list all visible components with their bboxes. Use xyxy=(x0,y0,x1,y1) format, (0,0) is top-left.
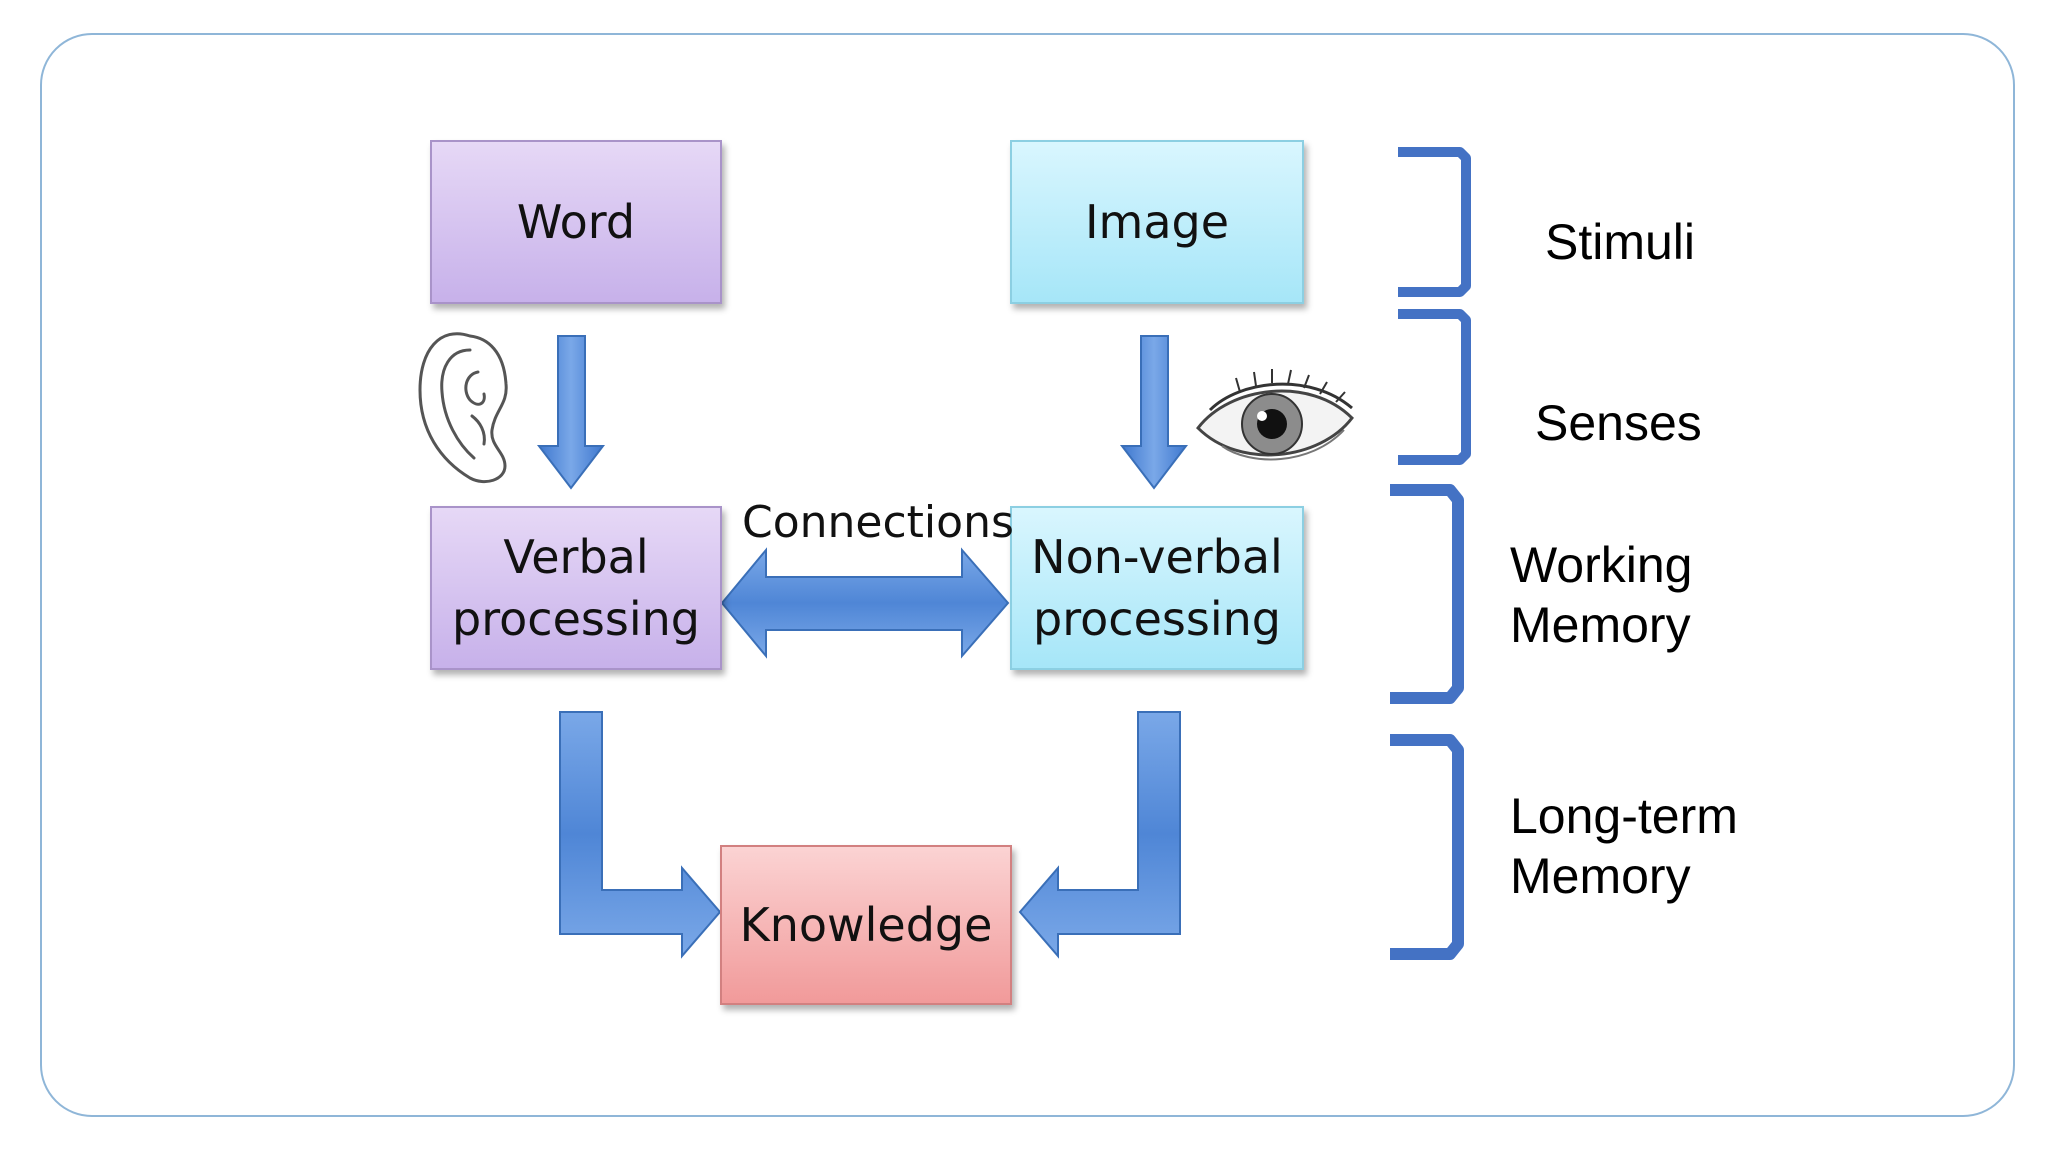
image-box: Image xyxy=(1010,140,1304,304)
knowledge-label: Knowledge xyxy=(739,898,993,952)
longterm-memory-bracket xyxy=(1390,734,1464,960)
stimuli-bracket xyxy=(1398,147,1471,297)
word-box: Word xyxy=(430,140,722,304)
senses-label: Senses xyxy=(1535,395,1702,451)
stimuli-label: Stimuli xyxy=(1545,214,1696,270)
longterm-memory-label: Long-term Memory xyxy=(1510,788,1738,904)
eye-icon xyxy=(1196,369,1354,461)
verbal-to-knowledge-arrow xyxy=(559,711,722,959)
working-memory-bracket xyxy=(1390,484,1464,704)
knowledge-box: Knowledge xyxy=(720,845,1012,1005)
word-to-verbal-arrow xyxy=(536,335,606,490)
ear-icon xyxy=(418,332,508,483)
working-memory-label: Working Memory xyxy=(1510,537,1693,653)
connections-label: Connections xyxy=(742,497,1014,548)
connections-double-arrow xyxy=(720,547,1010,659)
image-to-nonverbal-arrow xyxy=(1119,335,1189,490)
nonverbal-to-knowledge-arrow xyxy=(1018,711,1181,959)
nonverbal-processing-box: Non-verbal processing xyxy=(1010,506,1304,670)
image-label: Image xyxy=(1084,195,1230,249)
verbal-processing-label: Verbal processing xyxy=(452,530,700,646)
verbal-processing-box: Verbal processing xyxy=(430,506,722,670)
word-label: Word xyxy=(516,195,636,249)
nonverbal-processing-label: Non-verbal processing xyxy=(1031,530,1283,646)
senses-bracket xyxy=(1398,309,1471,465)
